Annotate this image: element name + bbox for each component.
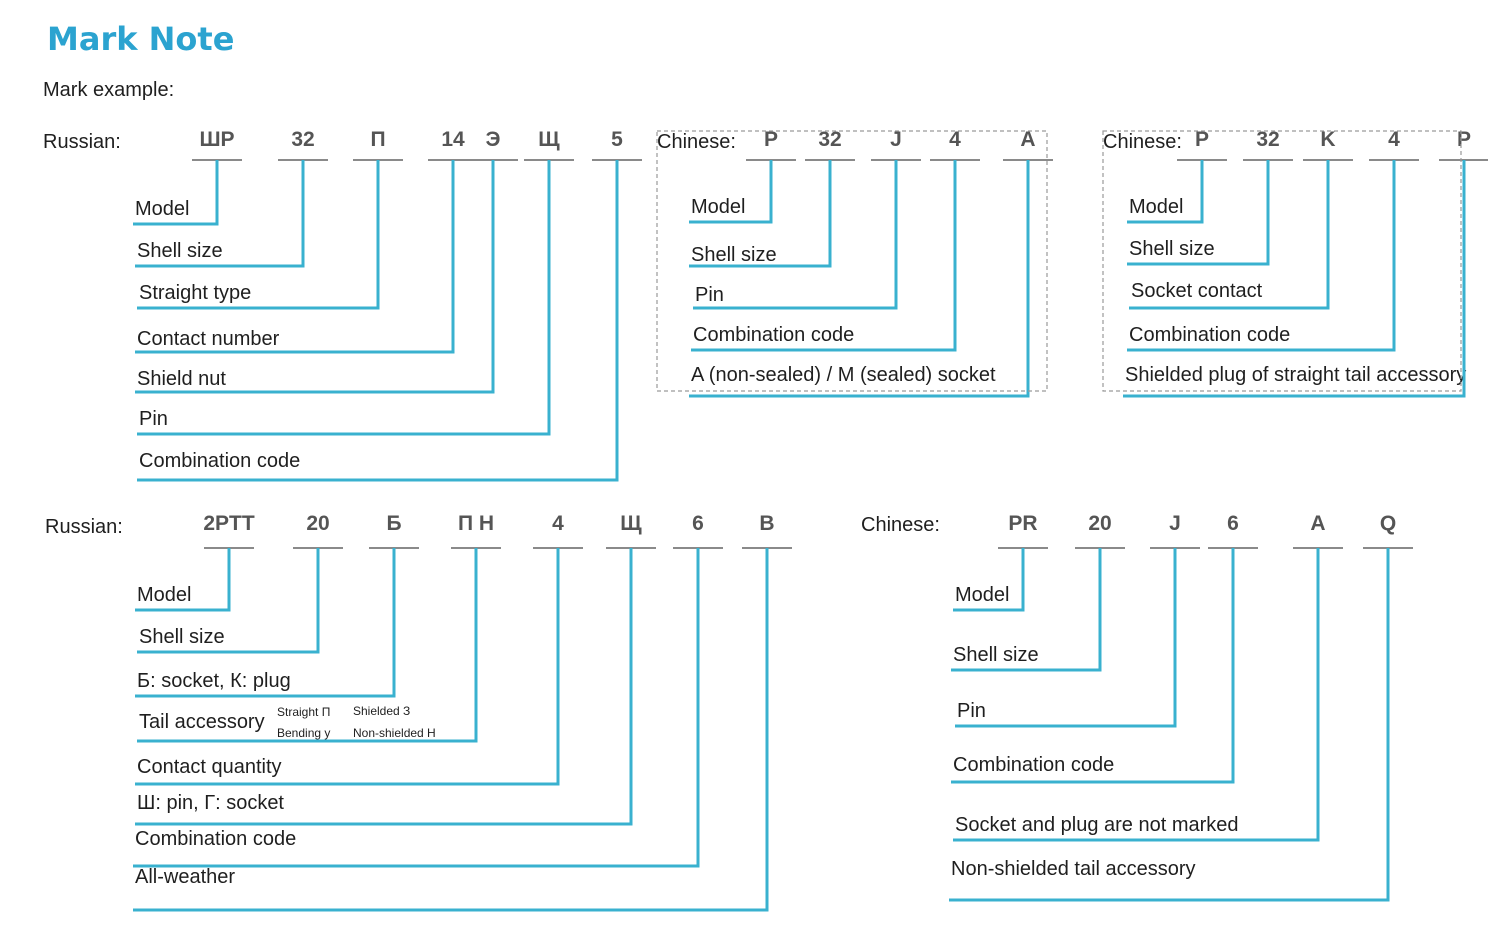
- code-not-marked: A: [1310, 512, 1326, 535]
- code-shell-size: 32: [1256, 128, 1280, 151]
- label-contact-quantity: Contact quantity: [137, 756, 282, 778]
- label-tail-accessory: Non-shielded tail accessory: [951, 858, 1196, 880]
- label-socket-contact: Socket contact: [1131, 280, 1263, 302]
- label-shell-size: Shell size: [137, 240, 223, 262]
- code-model: PR: [1008, 512, 1038, 535]
- lang-label: Chinese:: [1103, 131, 1182, 153]
- label-shell-size: Shell size: [139, 626, 225, 648]
- lang-label: Russian:: [43, 131, 121, 153]
- code-combination: 5: [611, 128, 623, 151]
- note-shielded: Shielded З: [353, 704, 411, 718]
- code-socket-plug: Б: [386, 512, 402, 535]
- label-model: Model: [955, 584, 1010, 606]
- label-pin: Pin: [695, 284, 724, 306]
- label-contact-number: Contact number: [137, 328, 280, 350]
- code-combination: 4: [949, 128, 961, 151]
- label-shell-size: Shell size: [691, 244, 777, 266]
- code-tail-accessory: Q: [1379, 512, 1397, 535]
- label-shield-nut: Shield nut: [137, 368, 226, 390]
- code-combination: 6: [692, 512, 704, 535]
- code-shell-size: 20: [1088, 512, 1112, 535]
- code-combination: 6: [1227, 512, 1239, 535]
- mark-example-label: Mark example:: [43, 79, 175, 101]
- code-shield-nut: Э: [485, 128, 501, 151]
- label-model: Model: [691, 196, 746, 218]
- code-all-weather: В: [759, 512, 775, 535]
- code-model: 2PTT: [203, 512, 255, 535]
- label-shielded-plug: Shielded plug of straight tail accessory: [1125, 364, 1467, 386]
- label-all-weather: All-weather: [135, 866, 236, 888]
- label-straight-type: Straight type: [139, 282, 252, 304]
- code-pin: Щ: [538, 128, 560, 151]
- label-combination-code: Combination code: [1129, 324, 1291, 346]
- note-straight: Straight П: [277, 705, 331, 719]
- leader-line: [949, 548, 1390, 902]
- note-bending: Bending у: [277, 726, 331, 740]
- leader-line: [955, 548, 1177, 728]
- code-socket-type: A: [1020, 128, 1036, 151]
- lang-label: Russian:: [45, 516, 123, 538]
- label-not-marked: Socket and plug are not marked: [955, 814, 1239, 836]
- label-combination-code: Combination code: [135, 828, 297, 850]
- lang-label: Chinese:: [861, 514, 940, 536]
- code-contact-quantity: 4: [552, 512, 564, 535]
- code-shell-size: 20: [306, 512, 330, 535]
- label-pin: Pin: [957, 700, 986, 722]
- code-model: ШР: [199, 128, 235, 151]
- label-shell-size: Shell size: [1129, 238, 1215, 260]
- code-pin-socket: Щ: [620, 512, 642, 535]
- code-combination: 4: [1388, 128, 1400, 151]
- code-shell-size: 32: [291, 128, 315, 151]
- leader-line: [135, 160, 495, 394]
- leader-line: [137, 160, 619, 482]
- label-socket-plug: Б: socket, К: plug: [137, 670, 291, 692]
- code-tail-accessory: П Н: [457, 512, 495, 535]
- lang-label: Chinese:: [657, 131, 736, 153]
- code-shell-size: 32: [818, 128, 842, 151]
- note-non-shielded: Non-shielded Н: [353, 726, 436, 740]
- label-combination-code: Combination code: [953, 754, 1115, 776]
- code-model: P: [763, 128, 779, 151]
- page-title: Mark Note: [47, 20, 235, 58]
- label-model: Model: [135, 198, 190, 220]
- label-tail-accessory: Tail accessory: [139, 711, 265, 733]
- leader-line: [135, 548, 560, 786]
- label-socket-type: A (non-sealed) / M (sealed) socket: [691, 364, 996, 386]
- label-pin: Pin: [139, 408, 168, 430]
- code-pin: J: [890, 128, 902, 151]
- leader-line: [133, 548, 700, 868]
- code-shielded-plug: P: [1456, 128, 1472, 151]
- label-shell-size: Shell size: [953, 644, 1039, 666]
- code-socket-contact: K: [1320, 128, 1336, 151]
- code-model: P: [1194, 128, 1210, 151]
- label-combination-code: Combination code: [139, 450, 301, 472]
- label-model: Model: [137, 584, 192, 606]
- label-combination-code: Combination code: [693, 324, 855, 346]
- code-straight-type: П: [370, 128, 386, 151]
- label-pin-socket: Ш: pin, Г: socket: [137, 792, 284, 814]
- label-model: Model: [1129, 196, 1184, 218]
- code-pin: J: [1169, 512, 1181, 535]
- code-contact-number: 14: [441, 128, 465, 151]
- dashed-frame: [1102, 130, 1462, 392]
